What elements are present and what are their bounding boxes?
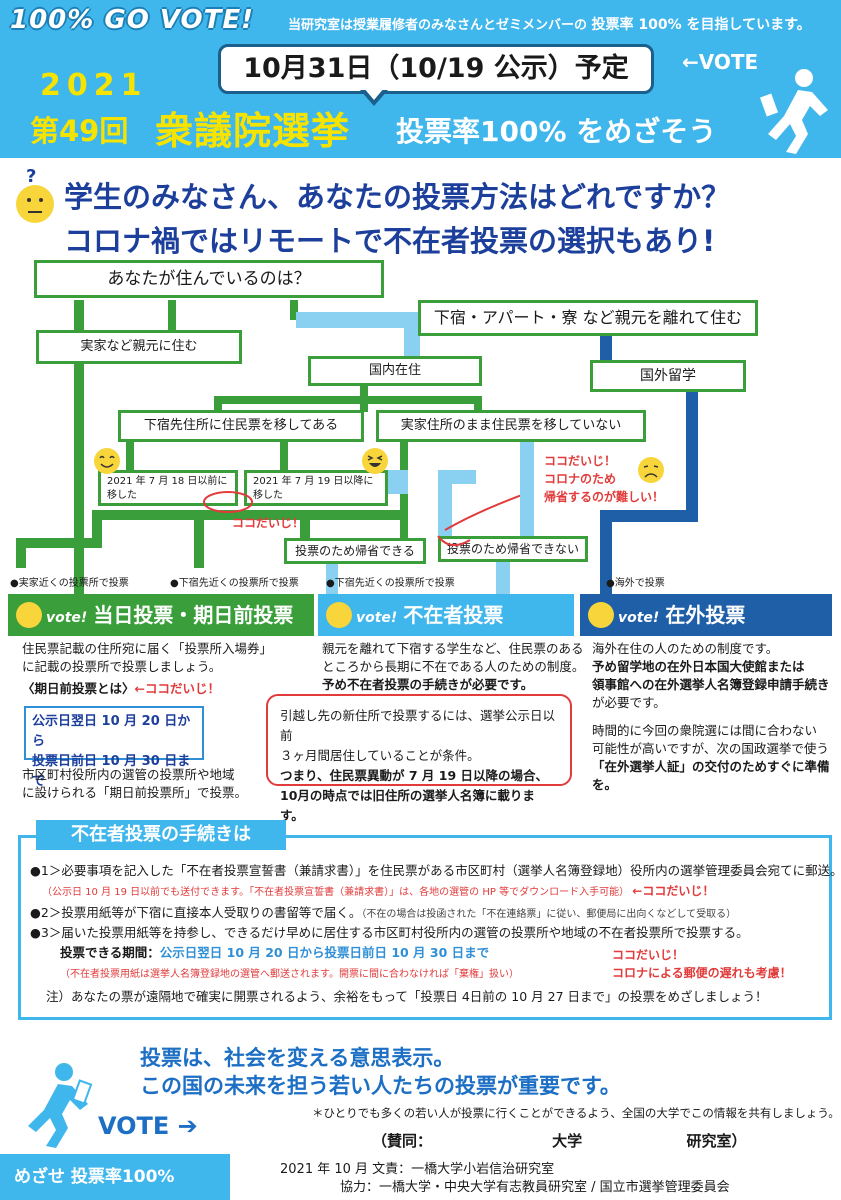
- election-name: 衆議院選挙: [155, 109, 351, 153]
- svg-text:?: ?: [26, 166, 36, 187]
- runner-icon: [757, 69, 828, 154]
- vote-label: VOTE ➔: [98, 1112, 198, 1140]
- early-vote-place: 市区町村役所内の選管の投票所や地域 に設けられる「期日前投票所」で投票。: [22, 767, 248, 800]
- credit-cooperation: 協力：一橋大学・中央大学有志教員研究室 / 国立市選挙管理委員会: [340, 1180, 730, 1195]
- flow-line: [194, 510, 204, 568]
- procedure-step-1: ●1＞必要事項を記入した「不在者投票宣誓書（兼請求書）」を住民票がある市区町村（…: [30, 863, 841, 878]
- after-719-box: 2021 年 7 月 19 日以降に移した: [244, 470, 388, 506]
- turnout-target: 投票率100% をめざそう: [396, 115, 717, 148]
- flow-line: [404, 328, 420, 358]
- flow-line: [214, 396, 222, 412]
- overseas-description: 海外在住の人のための制度です。 予め留学地の在外日本国大使館または 領事館への在…: [592, 641, 830, 792]
- procedure-warning: 注）あなたの票が遠隔地で確実に開票されるよう、余裕をもって「投票日 4日前の 1…: [46, 989, 768, 1004]
- election-date: 10月31日（10/19 公示）予定: [218, 44, 654, 94]
- thinking-face-icon: ?: [16, 166, 54, 223]
- procedure-period: 投票できる期間：公示日翌日 10 月 20 日から投票日前日 10 月 30 日…: [60, 945, 490, 960]
- endorsement-line: （賛同： 大学 研究室）: [372, 1132, 747, 1150]
- flow-line: [520, 440, 534, 536]
- ballot-label-home: ●実家近くの投票所で投票: [10, 578, 129, 589]
- flow-line: [300, 510, 310, 540]
- absentee-description: 親元を離れて下宿する学生など、住民票のある ところから長期に不在である人のための…: [322, 641, 585, 692]
- procedure-step-2: ●2＞投票用紙等が下宿に直接本人受取りの書留等で届く。（不在の場合は投函された「…: [30, 905, 737, 920]
- flow-line: [280, 440, 288, 470]
- flow-line: [214, 396, 482, 404]
- smile-icon: [16, 601, 42, 628]
- flow-line: [16, 538, 102, 548]
- kokodaiji-note-2: ココだいじ！ コロナのため 帰省するのが難しい！: [544, 454, 665, 504]
- vote-arrow-label: ←VOTE: [682, 50, 759, 74]
- away-box: 下宿・アパート・寮 など親元を離れて住む: [418, 300, 758, 336]
- ballot-label-lodging: ●下宿先近くの投票所で投票: [170, 578, 299, 589]
- sad-face-icon: [638, 457, 664, 483]
- residency-note: 引越し先の新住所で投票するには、選挙公示日以前 ３ヶ月間居住していることが条件。…: [266, 694, 572, 823]
- closing-line1: 投票は、社会を変える意思表示。: [140, 1046, 455, 1070]
- domestic-box: 国内在住: [308, 356, 482, 386]
- procedure-step-3: ●3＞届いた投票用紙等を持参し、できるだけ早めに居住する市区町村役所内の選管の投…: [30, 925, 749, 940]
- not-moved-box: 実家住所のまま住民票を移していない: [376, 410, 646, 442]
- before-718-box: 2021 年 7 月 18 日以前に移した: [98, 470, 238, 506]
- ballot-label-overseas: ●海外で投票: [606, 578, 665, 589]
- procedure-step-3-note: （不在者投票用紙は選挙人名簿登録地の選管へ郵送されます。開票に間に合わなければ「…: [60, 969, 519, 980]
- kokodaiji-note-3: ココだいじ！ コロナによる郵便の遅れも考慮！: [612, 948, 792, 980]
- flow-line: [600, 336, 612, 362]
- flow-line: [600, 510, 612, 596]
- runner-icon: [28, 1063, 93, 1148]
- procedure-box: [18, 835, 832, 1020]
- election-session: 第49回: [30, 114, 129, 148]
- procedure-title: 不在者投票の手続きは: [36, 820, 286, 850]
- category-overseas: vote!在外投票: [580, 594, 832, 636]
- question-box: あなたが住んでいるのは？: [34, 260, 384, 298]
- bottom-target-band: めざせ 投票率100%: [0, 1154, 230, 1200]
- headline-line1: 学生のみなさん、あなたの投票方法はどれですか？: [64, 180, 731, 214]
- flow-line: [496, 556, 510, 596]
- flow-line: [92, 510, 102, 542]
- early-vote-title: 〈期日前投票とは〉←ココだいじ！: [22, 681, 220, 696]
- brand-note: 当研究室は授業履修者のみなさんとゼミメンバーの 投票率 100% を目指していま…: [288, 17, 811, 33]
- category-same-day: vote!当日投票・期日前投票: [8, 594, 314, 636]
- flow-line: [290, 300, 298, 320]
- overseas-box: 国外留学: [590, 360, 746, 392]
- flow-line: [168, 300, 176, 330]
- closing-line2: この国の未来を担う若い人たちの投票が重要です。: [140, 1074, 621, 1098]
- flow-line: [126, 440, 134, 470]
- can-go-home-box: 投票のため帰省できる: [284, 538, 426, 564]
- laugh-face-icon: [362, 448, 388, 474]
- red-circle-marks: [203, 491, 520, 547]
- flow-line: [686, 390, 698, 520]
- cannot-go-home-box: 投票のため帰省できない: [438, 536, 588, 562]
- flow-line: [296, 312, 420, 328]
- flow-line: [438, 470, 476, 484]
- smile-face-icon: [94, 448, 120, 474]
- smile-icon: [588, 601, 614, 628]
- flow-line: [326, 556, 338, 596]
- early-vote-period: 公示日翌日 10 月 20 日から 投票日前日 10 月 30 日まで: [24, 706, 204, 789]
- bubble-tail-inner: [363, 87, 385, 100]
- flow-line: [438, 470, 452, 540]
- credit-author: 2021 年 10 月 文責：一橋大学小岩信治研究室: [280, 1162, 555, 1177]
- ballot-label-lodging-absentee: ●下宿先近くの投票所で投票: [326, 578, 455, 589]
- election-year: 2021: [40, 68, 148, 103]
- headline-line2: コロナ禍ではリモートで不在者投票の選択もあり!: [64, 224, 716, 258]
- flow-line: [474, 396, 482, 412]
- moved-box: 下宿先住所に住民票を移してある: [118, 410, 364, 442]
- share-note: ＊ひとりでも多くの若い人が投票に行くことができるよう、全国の大学でこの情報を共有…: [312, 1106, 840, 1120]
- category-absentee: vote!不在者投票: [318, 594, 574, 636]
- same-day-description: 住民票記載の住所宛に届く「投票所入場券」 に記載の投票所で投票しましょう。: [22, 641, 273, 674]
- flow-line: [388, 470, 408, 494]
- kokodaiji-note-1: ココだいじ！: [232, 516, 305, 530]
- procedure-step-1-note: （公示日 10 月 19 日以前でも送付できます。「不在者投票宣誓書（兼請求書）…: [42, 884, 715, 898]
- flow-line: [74, 300, 84, 596]
- smile-icon: [326, 601, 352, 628]
- home-box: 実家など親元に住む: [36, 330, 242, 364]
- flow-line: [92, 510, 402, 520]
- flow-line: [16, 538, 26, 568]
- brand-title: 100% GO VOTE!: [10, 5, 254, 35]
- flow-line: [600, 510, 698, 522]
